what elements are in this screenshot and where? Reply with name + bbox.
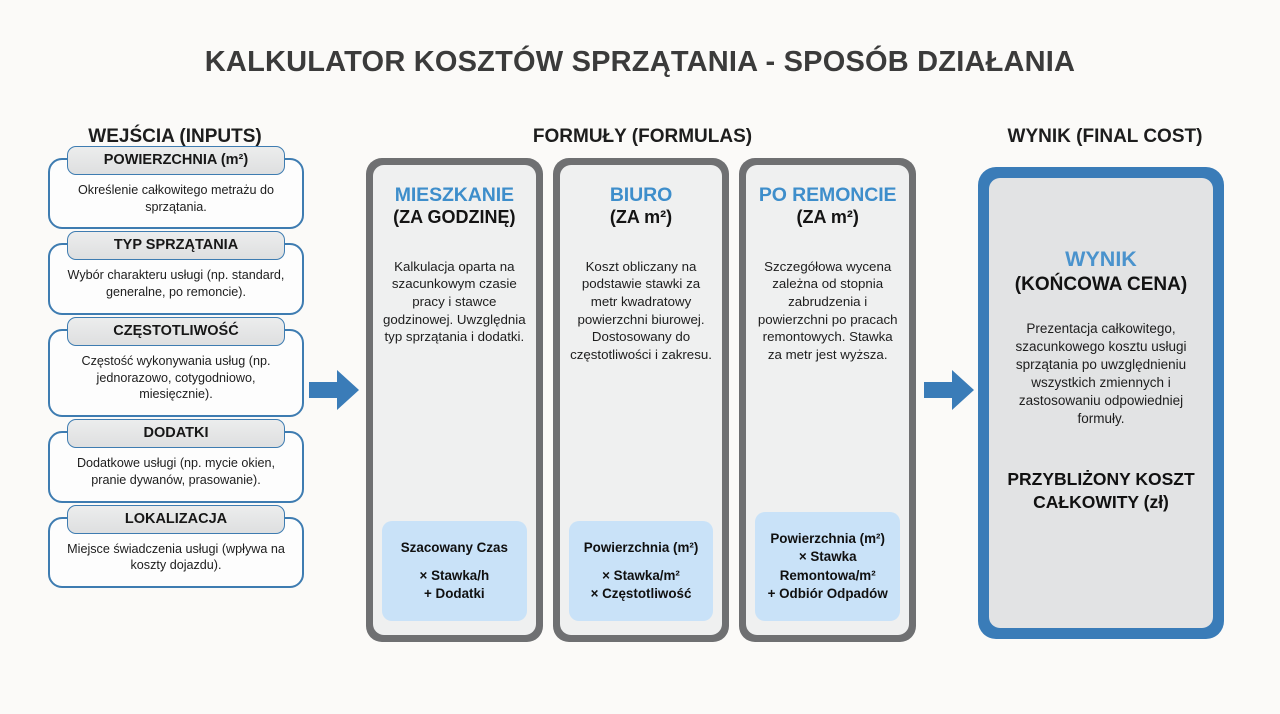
formula-expression-box: Powierzchnia (m²) × Stawka/m² × Częstotl… [568,521,714,621]
formula-line-3: + Dodatki [424,585,485,601]
input-card-typ-sprzatania[interactable]: TYP SPRZĄTANIA Wybór charakteru usługi (… [48,231,304,315]
input-card-description: Częstość wykonywania usług (np. jednoraz… [81,353,271,402]
input-card-dodatki[interactable]: DODATKI Dodatkowe usługi (np. mycie okie… [48,419,304,503]
inputs-column: POWIERZCHNIA (m²) Określenie całkowitego… [48,146,304,602]
formula-card-title: MIESZKANIE [394,184,514,206]
input-card-title: POWIERZCHNIA (m²) [67,146,285,175]
result-final-label: PRZYBLIŻONY KOSZT CAŁKOWITY (zł) [1007,469,1195,512]
formula-frame-biuro: BIURO (ZA m²) Koszt obliczany na podstaw… [552,158,730,642]
formula-line-1: Powierzchnia (m²) [583,540,699,556]
formula-card-biuro[interactable]: BIURO (ZA m²) Koszt obliczany na podstaw… [559,165,723,635]
formula-line-1: Powierzchnia (m²) [770,531,885,547]
formula-card-title: PO REMONCIE [758,184,897,206]
formula-expression-box: Powierzchnia (m²) × Stawka Remontowa/m² … [755,512,901,621]
input-card-title: LOKALIZACJA [67,504,285,534]
result-card[interactable]: WYNIK (KOŃCOWA CENA) Prezentacja całkowi… [989,178,1213,628]
formula-card-title: BIURO [609,184,673,206]
formula-card-po-remoncie[interactable]: PO REMONCIE (ZA m²) Szczegółowa wycena z… [746,165,910,635]
formula-card-description: Koszt obliczany na podstawie stawki za m… [570,258,712,362]
formula-line-3: × Częstotliwość [590,585,692,601]
page-title: KALKULATOR KOSZTÓW SPRZĄTANIA - SPOSÓB D… [204,46,1076,78]
formula-expression-box: Szacowany Czas × Stawka/h + Dodatki [382,521,527,621]
result-card-description: Prezentacja całkowitego, szacunkowego ko… [1015,321,1187,427]
formula-card-mieszkanie[interactable]: MIESZKANIE (ZA GODZINĘ) Kalkulacja opart… [373,165,536,635]
formula-card-description: Kalkulacja oparta na szacunkowym czasie … [383,258,526,345]
arrow-right-icon-inputs-to-formulas [309,368,359,417]
input-card-powierzchnia[interactable]: POWIERZCHNIA (m²) Określenie całkowitego… [48,146,304,230]
formula-line-1: Szacowany Czas [400,540,508,556]
result-card-title: WYNIK [1065,247,1137,271]
input-card-description: Określenie całkowitego metrażu do sprząt… [78,183,274,214]
input-card-description: Wybór charakteru usługi (np. standard, g… [67,268,285,300]
result-frame: WYNIK (KOŃCOWA CENA) Prezentacja całkowi… [978,167,1224,639]
formula-line-3: + Odbiór Odpadów [767,585,888,601]
formula-card-subtitle: (ZA m²) [601,207,681,235]
arrow-right-icon-formulas-to-result [924,368,974,417]
formula-spacer [388,558,521,567]
formula-card-subtitle: (ZA m²) [788,207,868,235]
input-card-title: TYP SPRZĄTANIA [67,231,285,261]
input-card-lokalizacja[interactable]: LOKALIZACJA Miejsce świadczenia usługi (… [48,504,304,589]
input-card-description: Dodatkowe usługi (np. mycie okien, prani… [76,456,276,487]
formula-frame-po-remoncie: PO REMONCIE (ZA m²) Szczegółowa wycena z… [739,158,917,642]
input-card-description: Miejsce świadczenia usługi (wpływa na ko… [67,541,285,573]
formula-card-description: Szczegółowa wycena zależna od stopnia za… [757,258,898,362]
formula-line-2: × Stawka/m² [602,567,680,583]
input-card-title: DODATKI [67,419,285,449]
result-column-header: WYNIK (FINAL COST) [1007,126,1203,147]
formulas-column: MIESZKANIE (ZA GODZINĘ) Kalkulacja opart… [366,158,917,642]
formula-card-subtitle: (ZA GODZINĘ) [385,207,524,235]
input-card-title: CZĘSTOTLIWOŚĆ [67,316,285,346]
inputs-column-header: WEJŚCIA (INPUTS) [88,126,262,147]
formula-frame-mieszkanie: MIESZKANIE (ZA GODZINĘ) Kalkulacja opart… [366,158,543,642]
formula-line-2: × Stawka/h [419,567,490,583]
formulas-column-header: FORMUŁY (FORMULAS) [532,126,753,147]
formula-spacer [575,558,708,567]
formula-line-2: × Stawka Remontowa/m² [779,549,876,583]
input-card-czestotliwosc[interactable]: CZĘSTOTLIWOŚĆ Częstość wykonywania usług… [48,316,304,418]
result-card-subtitle: (KOŃCOWA CENA) [1014,273,1188,295]
